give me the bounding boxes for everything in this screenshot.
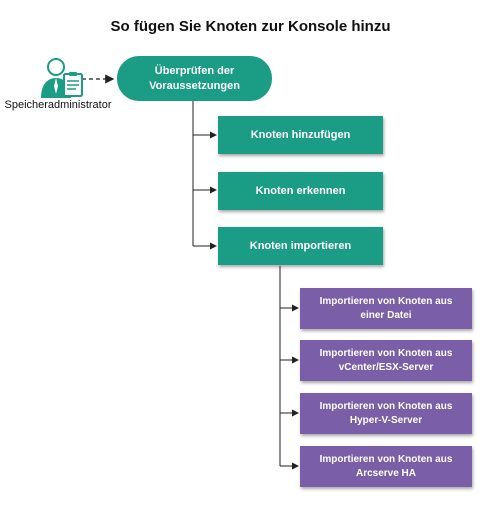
substep-import-from-hyperv[interactable]: Importieren von Knoten aus Hyper-V-Serve… bbox=[300, 393, 472, 434]
substep-line-2: Arcserve HA bbox=[355, 467, 417, 479]
step-import-nodes[interactable]: Knoten importieren bbox=[218, 227, 383, 265]
step-label: Knoten importieren bbox=[249, 239, 352, 252]
step-label: Knoten hinzufügen bbox=[250, 128, 351, 141]
step-label: Knoten erkennen bbox=[255, 184, 346, 197]
substep-line-1: Importieren von Knoten aus bbox=[319, 347, 453, 359]
prerequisites-line-1: Überprüfen der bbox=[154, 64, 235, 77]
substep-line-2: Hyper-V-Server bbox=[349, 414, 423, 426]
step-add-nodes[interactable]: Knoten hinzufügen bbox=[218, 116, 383, 154]
administrator-clipboard-icon bbox=[41, 58, 83, 98]
substep-import-from-vcenter[interactable]: Importieren von Knoten aus vCenter/ESX-S… bbox=[300, 340, 472, 381]
substep-line-1: Importieren von Knoten aus bbox=[319, 400, 453, 412]
prerequisites-node[interactable]: Überprüfen der Voraussetzungen bbox=[117, 56, 272, 101]
substep-line-2: vCenter/ESX-Server bbox=[338, 361, 434, 373]
step-discover-nodes[interactable]: Knoten erkennen bbox=[218, 172, 383, 210]
substep-line-1: Importieren von Knoten aus bbox=[319, 295, 453, 307]
actor-label: Speicheradministrator bbox=[4, 99, 112, 111]
prerequisites-line-2: Voraussetzungen bbox=[149, 79, 240, 92]
diagram-title: So fügen Sie Knoten zur Konsole hinzu bbox=[110, 18, 391, 35]
substep-import-from-arcserve-ha[interactable]: Importieren von Knoten aus Arcserve HA bbox=[300, 446, 472, 487]
substep-import-from-file[interactable]: Importieren von Knoten aus einer Datei bbox=[300, 288, 472, 329]
substep-line-2: einer Datei bbox=[360, 309, 412, 321]
substep-line-1: Importieren von Knoten aus bbox=[319, 453, 453, 465]
